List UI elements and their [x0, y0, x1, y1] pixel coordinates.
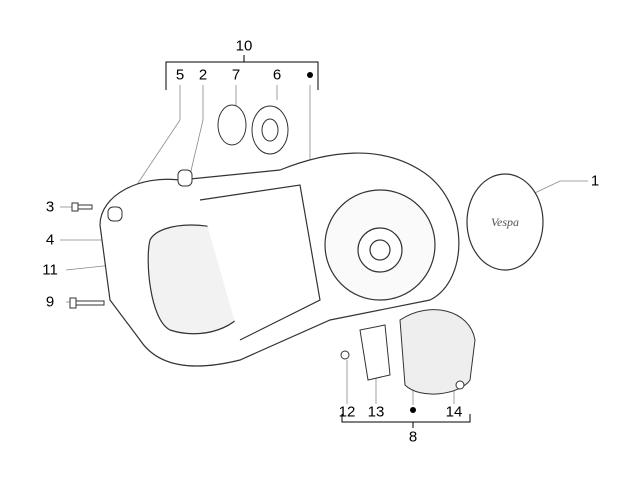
seal-7 [217, 104, 247, 146]
callout-9: 9 [45, 293, 55, 311]
callout-14: 14 [445, 403, 463, 421]
screw-14 [455, 380, 465, 390]
callout-7: 7 [231, 66, 241, 84]
bullet-marker [307, 72, 313, 78]
callout-6: 6 [272, 66, 282, 84]
callout-2: 2 [198, 66, 208, 84]
duct-8 [399, 309, 476, 395]
transmission-cover [99, 152, 460, 367]
screw-3 [71, 202, 93, 212]
bracket-10 [165, 55, 319, 90]
callout-13: 13 [367, 403, 385, 421]
gasket-13 [359, 324, 391, 381]
callout-12: 12 [338, 403, 356, 421]
callout-5: 5 [175, 66, 185, 84]
bracket-8 [341, 414, 471, 428]
callout-1: 1 [590, 172, 600, 190]
callout-8: 8 [408, 428, 418, 446]
bushing-5 [107, 206, 123, 222]
callout-4: 4 [45, 231, 55, 249]
callout-11: 11 [42, 261, 58, 279]
bushing-2 [177, 169, 193, 187]
callout-10: 10 [235, 37, 253, 55]
small-parts [69, 104, 289, 309]
screw-12 [340, 350, 350, 360]
air-duct-parts [340, 309, 476, 395]
logo-cover-1: Vespa [466, 173, 544, 271]
callout-3: 3 [45, 198, 55, 216]
screw-9 [69, 297, 105, 309]
svg-text:Vespa: Vespa [491, 215, 519, 229]
bullet-marker [410, 407, 416, 413]
